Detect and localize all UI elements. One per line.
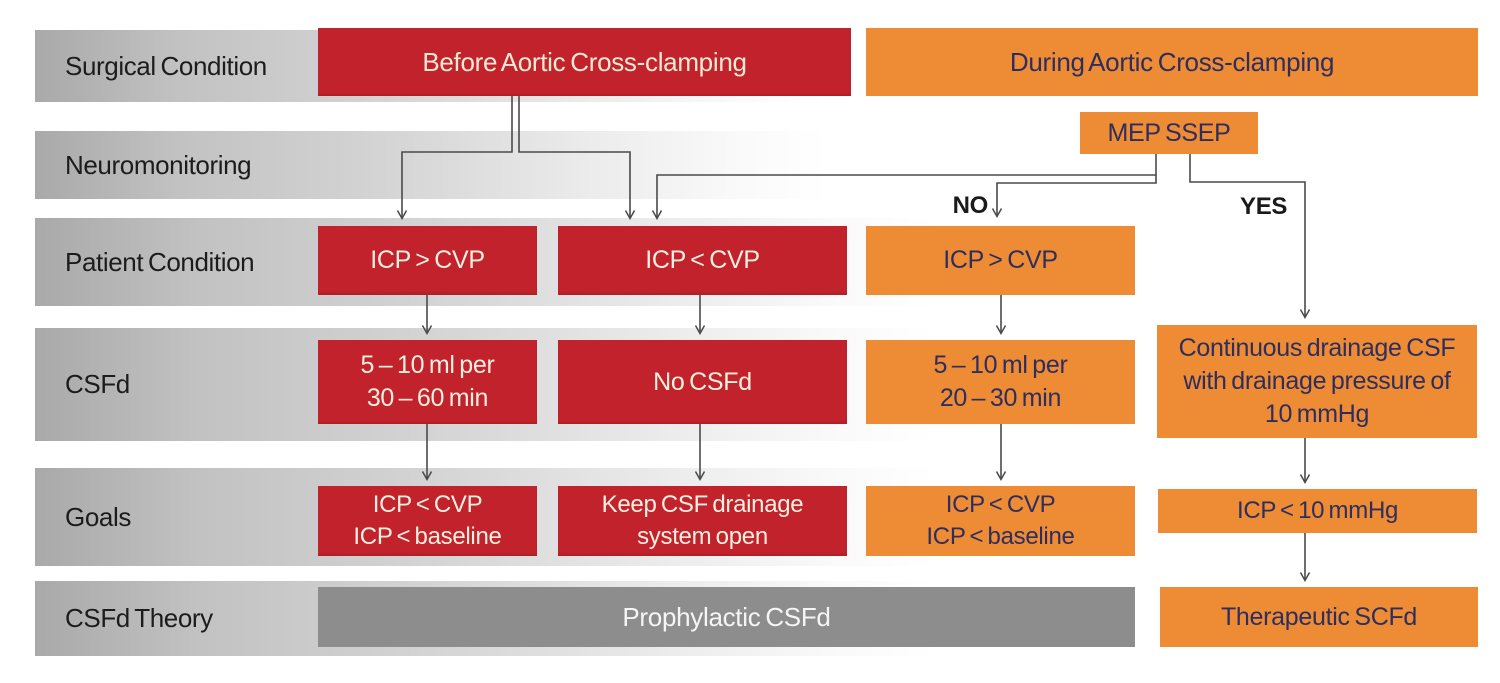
row-label-patient-condition: Patient Condition [65, 246, 255, 277]
row-label-goals: Goals [65, 501, 131, 532]
node-during-aortic-cross-clamping: During Aortic Cross-clamping [866, 28, 1478, 96]
branch-label-yes: YES [1240, 193, 1288, 220]
node-no-csfd: No CSFd [558, 340, 847, 424]
branch-label-no: NO [952, 192, 989, 219]
node-goal-icp-lt-cvp-baseline-during: ICP < CVP ICP < baseline [866, 486, 1135, 556]
row-label-csfd: CSFd [65, 369, 130, 399]
row-band-neuromonitoring: Neuromonitoring [35, 131, 1000, 199]
node-goal-icp-lt-10mmhg: ICP < 10 mmHg [1158, 489, 1477, 533]
node-csfd-5-10ml-30-60min: 5 – 10 ml per 30 – 60 min [318, 340, 537, 424]
node-therapeutic-scfd: Therapeutic SCFd [1160, 587, 1478, 647]
node-icp-lt-cvp-before: ICP < CVP [558, 226, 847, 295]
node-goal-keep-csf-drainage-open: Keep CSF drainage system open [558, 486, 847, 556]
node-icp-gt-cvp-before: ICP > CVP [318, 226, 537, 295]
node-prophylactic-csfd: Prophylactic CSFd [318, 587, 1135, 647]
node-icp-gt-cvp-during: ICP > CVP [866, 226, 1135, 295]
node-csfd-5-10ml-20-30min: 5 – 10 ml per 20 – 30 min [866, 340, 1135, 424]
node-before-aortic-cross-clamping: Before Aortic Cross-clamping [318, 28, 851, 96]
row-label-surgical-condition: Surgical Condition [65, 50, 267, 81]
node-continuous-drainage-csf: Continuous drainage CSF with drainage pr… [1157, 325, 1477, 438]
node-goal-icp-lt-cvp-baseline-before: ICP < CVP ICP < baseline [318, 486, 537, 556]
node-mep-ssep: MEP SSEP [1080, 112, 1258, 154]
row-label-neuromonitoring: Neuromonitoring [65, 149, 252, 180]
row-label-csfd-theory: CSFd Theory [65, 603, 213, 633]
